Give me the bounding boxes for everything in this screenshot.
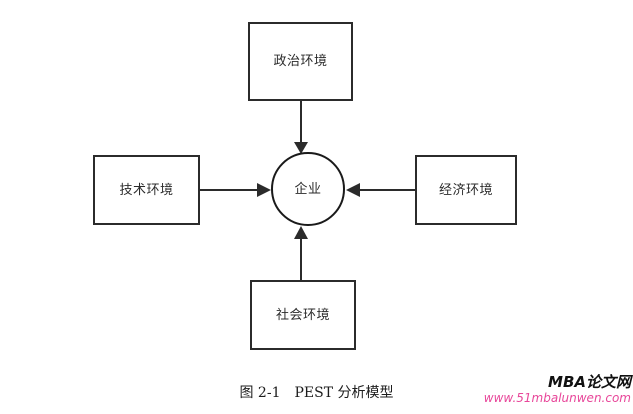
node-economic-environment-label: 经济环境 [438, 182, 493, 198]
node-political-environment-label: 政治环境 [273, 54, 328, 69]
watermark: MBA论文网 www.51mbalunwen.com [483, 373, 631, 405]
watermark-url-text: www.51mbalunwen.com [483, 390, 631, 405]
node-economic-environment[interactable]: 经济环境 [415, 155, 517, 225]
node-social-environment[interactable]: 社会环境 [250, 280, 356, 350]
figure-caption: 图 2-1 PEST 分析模型 [239, 385, 394, 401]
arrow-technological-to-center [200, 183, 271, 197]
node-social-environment-label: 社会环境 [275, 307, 330, 323]
arrow-economic-to-center [346, 183, 415, 197]
arrow-political-to-center [294, 101, 308, 154]
node-technological-environment-label: 技术环境 [119, 182, 174, 198]
watermark-brand-text: MBA论文网 [548, 373, 631, 391]
arrow-social-to-center [294, 226, 308, 280]
node-technological-environment[interactable]: 技术环境 [93, 155, 200, 225]
node-center-enterprise-label: 企业 [294, 181, 322, 197]
node-political-environment[interactable]: 政治环境 [248, 22, 353, 101]
node-center-enterprise[interactable]: 企业 [271, 152, 345, 226]
